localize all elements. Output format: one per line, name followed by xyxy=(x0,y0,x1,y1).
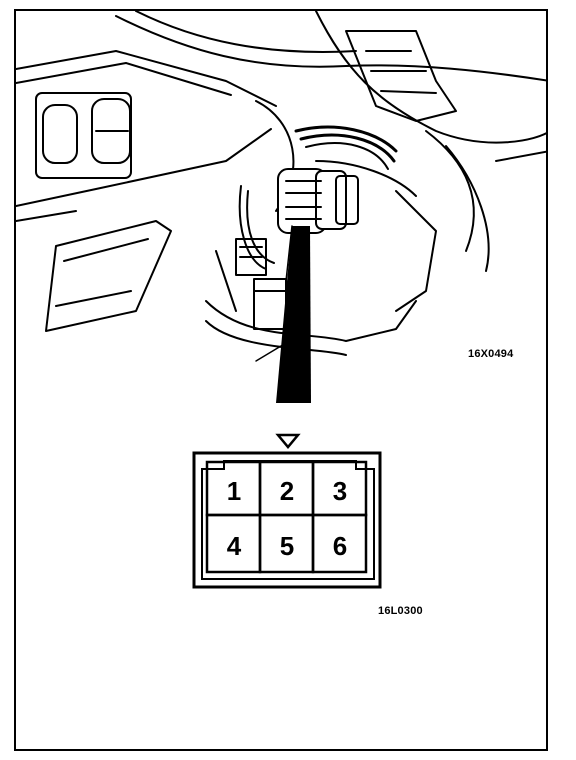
figure-code-upper: 16X0494 xyxy=(468,348,514,360)
pin-label-6: 6 xyxy=(333,531,347,561)
pin-label-1: 1 xyxy=(227,476,241,506)
connector-face xyxy=(192,451,382,589)
pin-label-2: 2 xyxy=(280,476,294,506)
pin-label-5: 5 xyxy=(280,531,294,561)
pointer-wedge xyxy=(276,226,311,403)
figure-code-lower: 16L0300 xyxy=(378,605,423,617)
triangle-pointer-icon xyxy=(275,433,301,449)
connector-pin-labels: 1 2 3 4 5 6 xyxy=(227,476,347,561)
pin-label-3: 3 xyxy=(333,476,347,506)
pin-label-4: 4 xyxy=(227,531,242,561)
dashboard-illustration: 1 2 3 4 5 6 xyxy=(16,11,546,589)
diagram-frame: 1 2 3 4 5 6 16X0494 16L0300 xyxy=(14,9,548,751)
